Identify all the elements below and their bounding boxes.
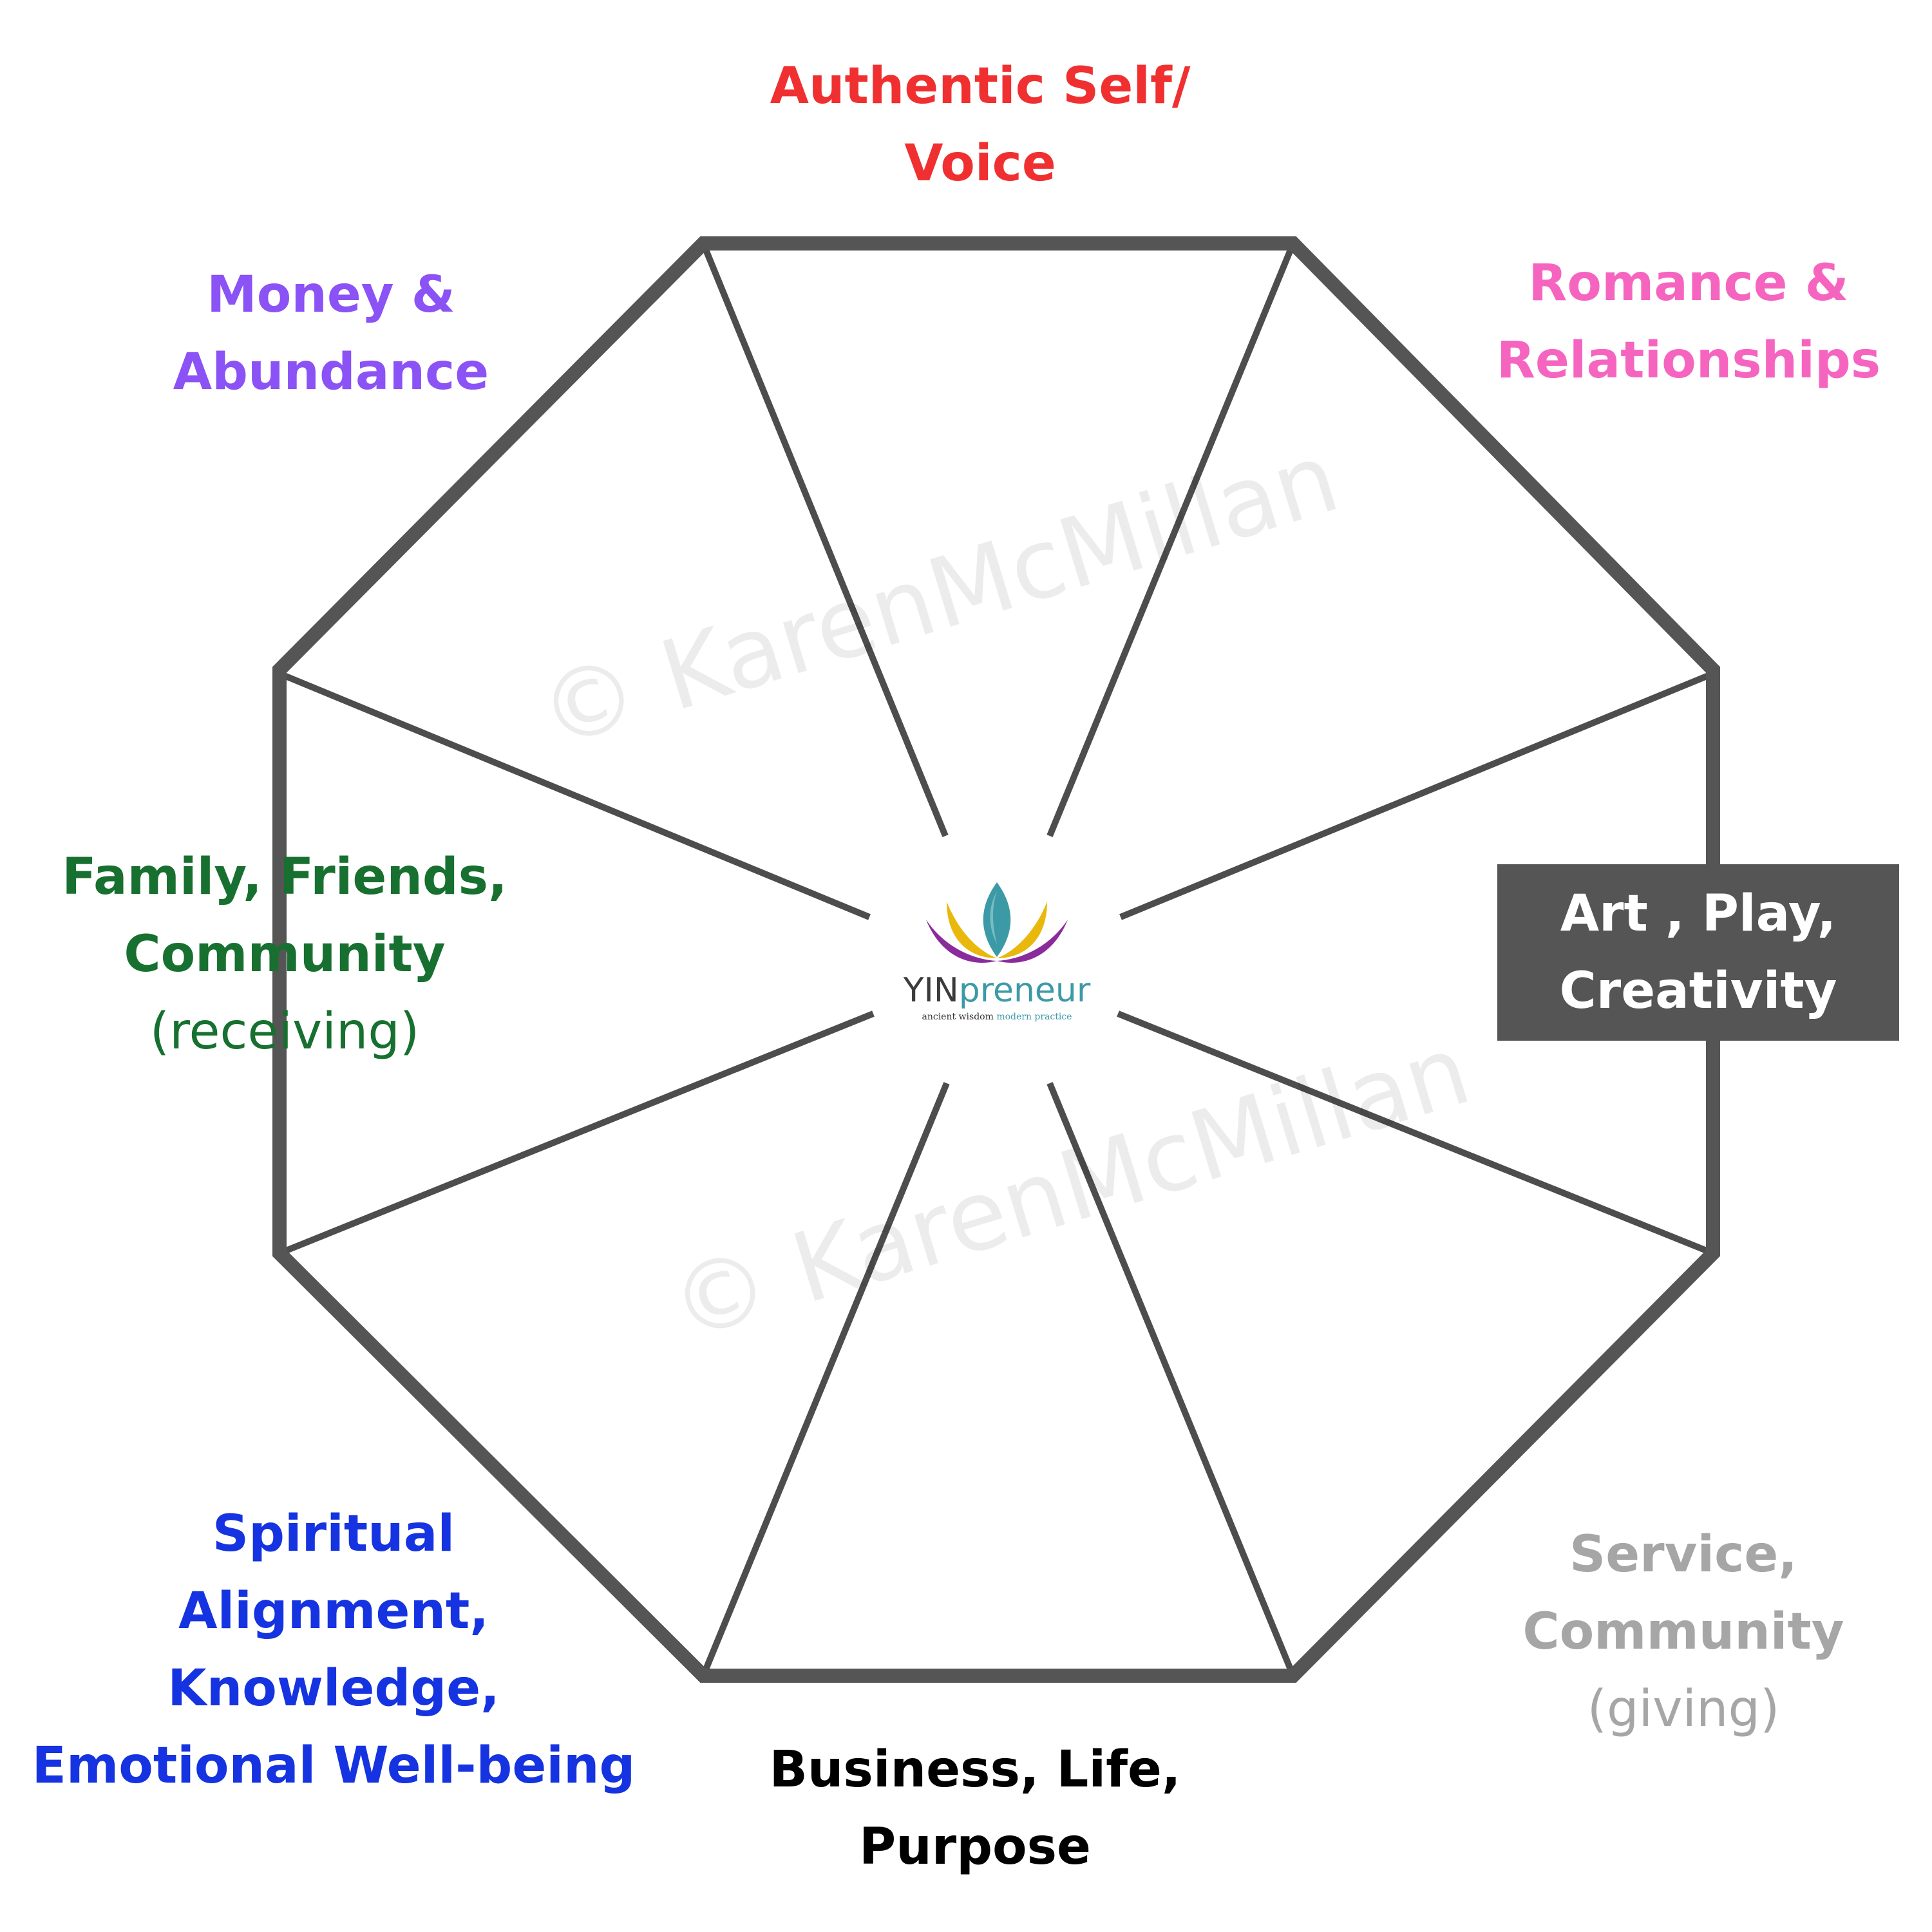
label-romance-line-1: Romance & (1528, 254, 1849, 312)
label-spiritual-line-1: Spiritual (212, 1505, 455, 1563)
label-authentic-line-2: Voice (904, 135, 1056, 193)
logo-tagline-ancient: ancient wisdom (922, 1012, 994, 1022)
label-art-play-creativity: Art , Play, Creativity (1497, 864, 1899, 1041)
label-family-friends: Family, Friends, Community (receiving) (62, 838, 507, 1070)
label-family-line-1: Family, Friends, (62, 848, 507, 906)
logo-tagline-modern: modern practice (996, 1012, 1072, 1022)
label-art-line-2: Creativity (1559, 962, 1837, 1020)
spoke-top-right (1046, 242, 1296, 837)
label-family-line-2: Community (124, 925, 446, 983)
logo-tagline: ancient wisdom modern practice (900, 1011, 1094, 1023)
octagon-frame (272, 236, 1720, 1683)
label-money-line-1: Money & (207, 266, 455, 324)
spoke-bottom-right (1046, 1082, 1296, 1677)
lotus-icon (926, 882, 1068, 963)
label-authentic-self: Authentic Self/ Voice (770, 48, 1191, 202)
label-business-line-1: Business, Life, (769, 1741, 1181, 1799)
logo-brand-yin: YIN (903, 971, 959, 1010)
label-business: Business, Life, Purpose (769, 1731, 1180, 1886)
logo-brand-preneur: preneur (958, 971, 1091, 1010)
label-money-line-2: Abundance (173, 343, 489, 401)
label-business-line-2: Purpose (859, 1818, 1091, 1876)
logo-brand: YINpreneur (900, 971, 1094, 1010)
spoke-lower-right (1117, 1010, 1714, 1256)
label-money: Money & Abundance (173, 256, 489, 411)
label-romance-line-2: Relationships (1496, 332, 1881, 390)
label-romance: Romance & Relationships (1497, 245, 1880, 399)
label-spiritual-line-2: Alignment, (178, 1582, 489, 1640)
label-spiritual-line-4: Emotional Well-being (32, 1737, 636, 1795)
spoke-bottom-left (700, 1082, 950, 1677)
spokes (278, 242, 1714, 1677)
label-family-note: (receiving) (149, 1003, 420, 1061)
label-art-line-1: Art , Play, (1560, 885, 1837, 943)
label-spiritual-line-3: Knowledge, (167, 1660, 500, 1718)
spoke-top-left (700, 242, 949, 837)
yinpreneur-logo: YINpreneur ancient wisdom modern practic… (900, 882, 1094, 1037)
label-service-community: Service, Community (giving) (1522, 1516, 1844, 1748)
label-service-line-1: Service, (1569, 1526, 1797, 1584)
spoke-upper-left (278, 670, 871, 920)
label-spiritual: Spiritual Alignment, Knowledge, Emotiona… (32, 1495, 636, 1804)
spoke-upper-right (1119, 670, 1714, 920)
label-service-line-2: Community (1522, 1603, 1844, 1661)
label-authentic-line-1: Authentic Self/ (770, 57, 1191, 115)
label-service-note: (giving) (1587, 1680, 1780, 1738)
spoke-lower-left (278, 1010, 875, 1256)
